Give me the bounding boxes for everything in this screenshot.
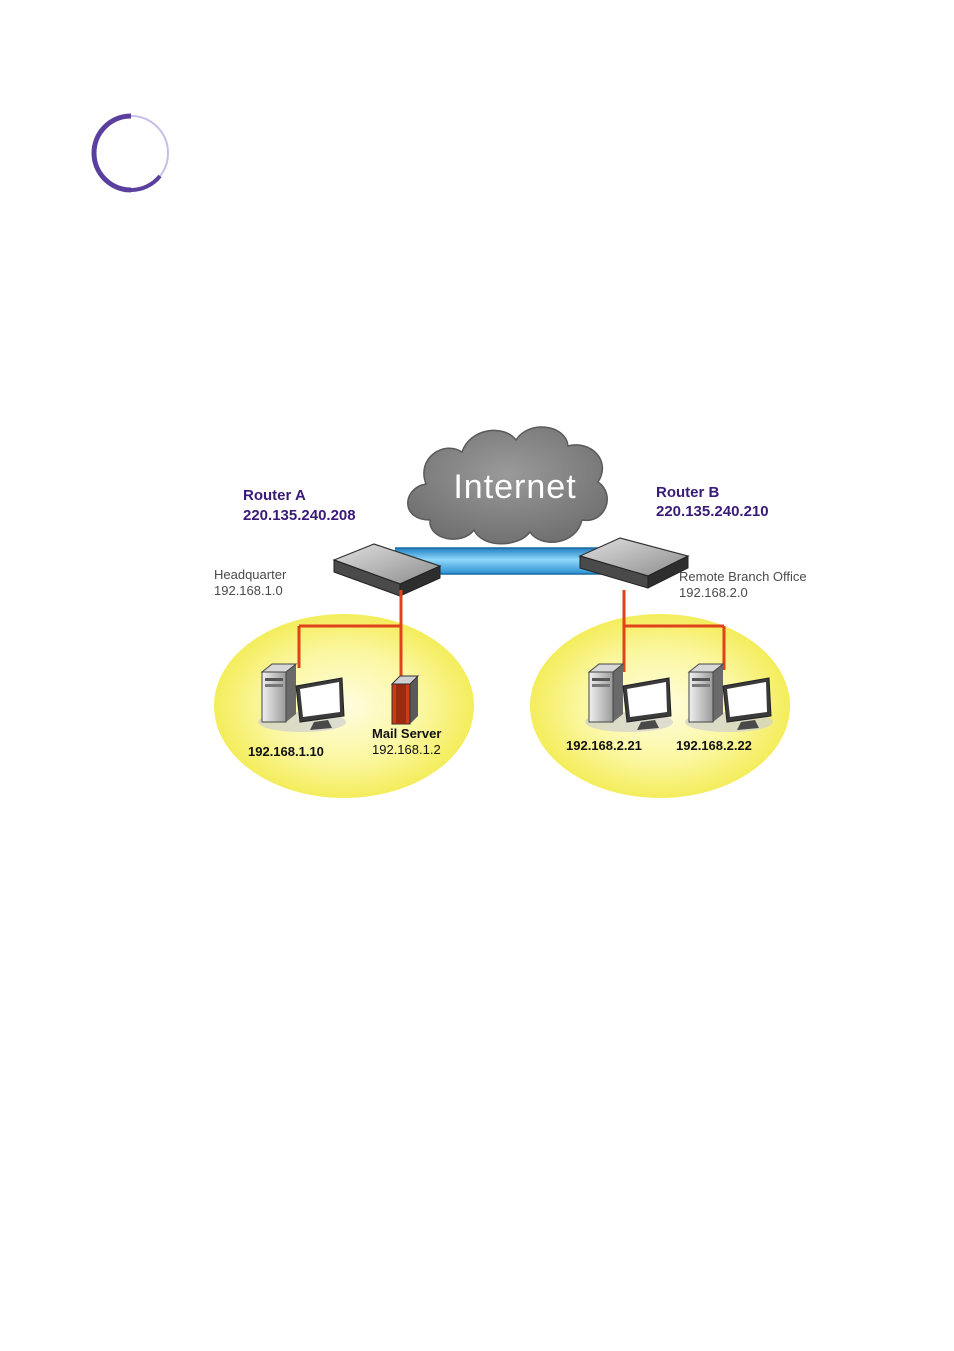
- router-a-ip: 220.135.240.208: [243, 507, 356, 524]
- headquarter-cabling: [297, 590, 403, 680]
- branch-pc1-ip: 192.168.2.21: [566, 738, 642, 753]
- branch-pc2-ip: 192.168.2.22: [676, 738, 752, 753]
- mail-server-ip: 192.168.1.2: [372, 742, 441, 757]
- router-a-name: Router A: [243, 487, 306, 504]
- chapter-circle-icon: [91, 113, 169, 193]
- headquarter-zone: [214, 614, 474, 798]
- branch-subnet: 192.168.2.0: [679, 585, 748, 600]
- cloud-icon: [407, 426, 608, 545]
- mail-tower-server-icon: [390, 675, 420, 725]
- branch-cabling: [622, 590, 726, 672]
- mail-server-label: Mail Server: [372, 726, 441, 741]
- router-a-icon: [332, 543, 442, 597]
- headquarter-subnet: 192.168.1.0: [214, 583, 283, 598]
- cloud-label: Internet: [453, 468, 576, 506]
- router-b-name: Router B: [656, 484, 720, 501]
- hq-pc-ip: 192.168.1.10: [248, 744, 324, 759]
- branch-label: Remote Branch Office: [679, 569, 807, 584]
- headquarter-label: Headquarter: [214, 567, 287, 582]
- router-b-ip: 220.135.240.210: [656, 503, 769, 520]
- router-b-icon: [578, 537, 690, 589]
